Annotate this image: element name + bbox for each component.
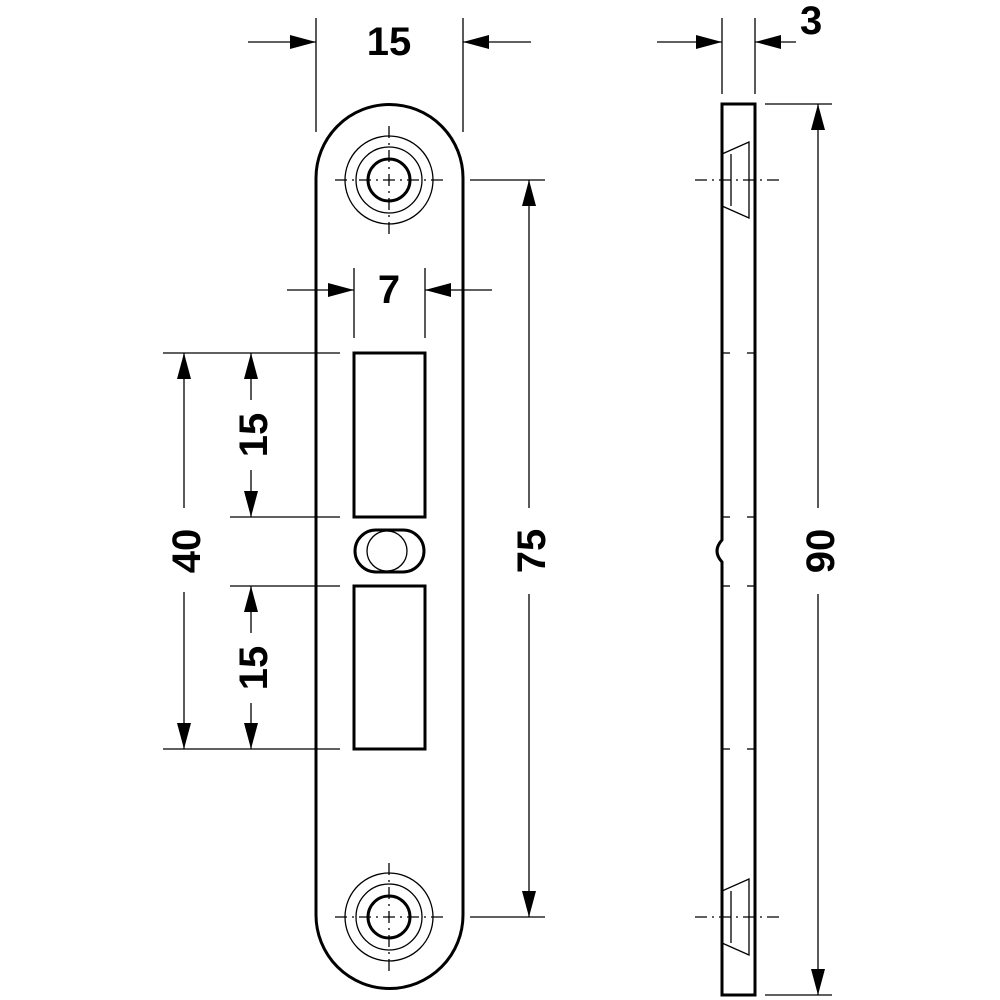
dim-lower-slot-height: 15 xyxy=(232,586,276,749)
lower-latch-slot xyxy=(352,584,427,751)
side-view xyxy=(695,18,832,997)
side-plate-outline xyxy=(715,102,757,997)
bottom-screw-hole xyxy=(335,863,443,971)
front-view xyxy=(163,18,545,990)
dim-hole-spacing-label: 75 xyxy=(510,529,554,574)
dim-total-slot-height: 40 xyxy=(165,353,209,749)
dim-plate-width-label: 15 xyxy=(367,20,412,64)
dim-thickness: 3 xyxy=(657,0,822,49)
dim-thickness-label: 3 xyxy=(800,0,822,43)
dim-slot-width: 7 xyxy=(287,268,492,312)
plate-outline xyxy=(314,103,465,990)
upper-latch-slot xyxy=(352,351,427,519)
dim-plate-width: 15 xyxy=(248,20,531,64)
dim-upper-slot-height: 15 xyxy=(232,353,276,517)
top-screw-hole xyxy=(335,126,443,234)
dim-upper-slot-height-label: 15 xyxy=(232,413,276,458)
center-bolt-hole xyxy=(353,528,426,574)
dim-total-length-label: 90 xyxy=(799,529,843,574)
dim-slot-width-label: 7 xyxy=(378,268,400,312)
dim-hole-spacing: 75 xyxy=(510,180,554,917)
dim-total-length: 90 xyxy=(799,104,843,995)
dim-lower-slot-height-label: 15 xyxy=(232,646,276,691)
dim-total-slot-height-label: 40 xyxy=(165,529,209,574)
